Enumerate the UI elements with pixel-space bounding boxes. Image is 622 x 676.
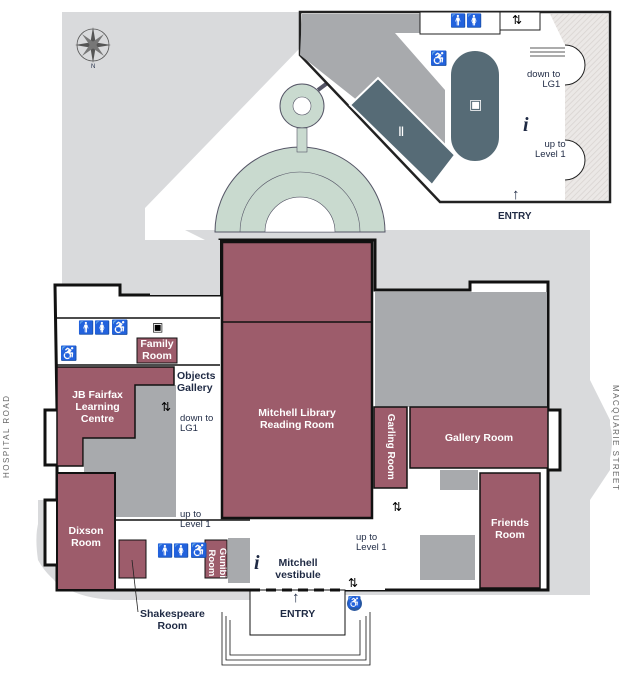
rotunda (214, 68, 386, 233)
gallery-room-label[interactable]: Gallery Room (444, 432, 514, 444)
annex-stairs-up-label: up to Level 1 (535, 139, 566, 161)
east-stairs-up-label: up to Level 1 (356, 532, 387, 554)
accessible-toilet-icon: ♿ (60, 345, 78, 361)
shakespeare-room-label[interactable]: Shakespeare Room (140, 608, 205, 633)
west-lift-icon: ⇅ (161, 400, 172, 414)
baby-change-lift-icon: ▣ (152, 320, 164, 334)
main-entry-label[interactable]: ENTRY (280, 608, 316, 620)
gunibi-room-label[interactable]: Gunibi Room (206, 547, 228, 578)
mitchell-reading-room-label[interactable]: Mitchell Library Reading Room (258, 407, 336, 432)
annex-info-icon: i (523, 114, 529, 136)
annex-building (298, 10, 612, 204)
cafe-cutlery-icon: Ⅱ (398, 124, 405, 139)
compass-icon (75, 27, 111, 63)
vestibule-info-icon: i (254, 552, 260, 574)
annex-toilets-icon: 🚹🚺 (450, 13, 483, 28)
jb-fairfax-learning-centre-label[interactable]: JB Fairfax Learning Centre (72, 389, 123, 426)
compass-north-label: N (91, 64, 96, 70)
mitchell-vestibule-label[interactable]: Mitchell vestibule (275, 557, 321, 582)
south-toilets-icon: 🚹🚺♿ (157, 542, 208, 558)
accessible-entry-icon: ♿ (347, 596, 362, 611)
west-stairs-up-label: up to Level 1 (180, 509, 211, 531)
dixson-room-label[interactable]: Dixson Room (68, 525, 104, 550)
main-toilets-icon: 🚹🚺♿ (78, 319, 129, 335)
east-lift-icon: ⇅ (392, 500, 403, 514)
objects-gallery-label[interactable]: Objects Gallery (177, 370, 216, 395)
shop-bag-icon: ▣ (469, 96, 483, 112)
west-stairs-down-label: down to LG1 (180, 413, 214, 435)
main-entry-arrow-icon: ↑ (292, 589, 300, 606)
entry-lift-icon: ⇅ (348, 576, 359, 590)
friends-room-label[interactable]: Friends Room (491, 517, 529, 542)
annex-entry-arrow-icon: ↑ (512, 186, 520, 203)
entry-porch (221, 522, 385, 666)
garling-room-label[interactable]: Garling Room (384, 413, 396, 480)
annex-stairs-down-label: down to LG1 (527, 69, 561, 91)
annex-lift-icon: ⇅ (512, 13, 523, 27)
shop-area (449, 49, 501, 163)
family-room-label[interactable]: Family Room (140, 338, 174, 363)
annex-entry-label[interactable]: ENTRY (498, 211, 532, 222)
rooms (56, 240, 549, 591)
cafe-area (348, 76, 457, 187)
annex-accessible-toilet-icon: ♿ (430, 50, 448, 66)
